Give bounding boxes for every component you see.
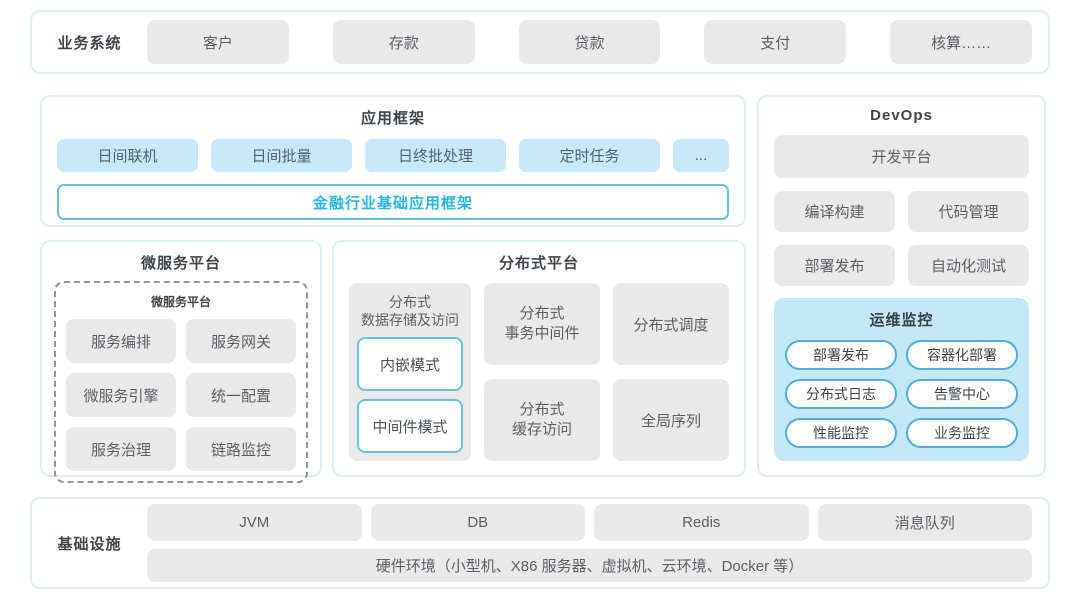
business-items-row: 客户 存款 贷款 支付 核算…… xyxy=(147,20,1032,64)
microservice-grid: 服务编排 服务网关 微服务引擎 统一配置 服务治理 链路监控 xyxy=(66,319,296,471)
storage-mode-box: 内嵌模式 xyxy=(357,337,463,392)
microservice-item: 服务治理 xyxy=(66,427,176,471)
business-item: 客户 xyxy=(147,20,289,64)
devops-tool: 代码管理 xyxy=(908,191,1029,232)
microservice-inner-title: 微服务平台 xyxy=(150,295,211,309)
app-module: 日间联机 xyxy=(57,139,198,172)
ops-monitor-item: 容器化部署 xyxy=(906,340,1018,370)
microservice-panel: 微服务平台 微服务平台 服务编排 服务网关 微服务引擎 统一配置 服务治理 链路… xyxy=(40,240,322,483)
devops-tool: 部署发布 xyxy=(774,245,895,286)
ops-monitor-box: 运维监控 部署发布 容器化部署 分布式日志 告警中心 性能监控 业务监控 xyxy=(774,298,1029,461)
business-item: 核算…… xyxy=(890,20,1032,64)
distributed-cell: 全局序列 xyxy=(613,379,729,461)
devops-tool: 编译构建 xyxy=(774,191,895,232)
business-item: 贷款 xyxy=(518,20,661,64)
ops-monitor-item: 业务监控 xyxy=(906,418,1018,448)
distributed-grid: 分布式 数据存储及访问 内嵌模式 中间件模式 分布式 事务中间件 分布式调度 分… xyxy=(349,283,729,461)
microservice-inner-box: 微服务平台 服务编排 服务网关 微服务引擎 统一配置 服务治理 链路监控 xyxy=(54,281,308,483)
app-module: 日间批量 xyxy=(211,139,352,172)
infrastructure-label: 基础设施 xyxy=(57,535,122,553)
infra-item: DB xyxy=(370,504,585,541)
infrastructure-items-row: JVM DB Redis 消息队列 xyxy=(147,504,1032,541)
ops-monitor-item: 告警中心 xyxy=(906,379,1018,409)
business-item: 支付 xyxy=(704,20,847,64)
microservice-item: 微服务引擎 xyxy=(66,373,176,417)
distributed-cell: 分布式调度 xyxy=(613,283,729,365)
infrastructure-content: JVM DB Redis 消息队列 硬件环境（小型机、X86 服务器、虚拟机、云… xyxy=(147,504,1032,582)
distributed-storage-box: 分布式 数据存储及访问 内嵌模式 中间件模式 xyxy=(349,283,471,461)
distributed-panel: 分布式平台 分布式 数据存储及访问 内嵌模式 中间件模式 分布式 事务中间件 分… xyxy=(332,240,746,477)
ops-monitor-item: 性能监控 xyxy=(785,418,897,448)
microservice-item: 服务网关 xyxy=(186,319,296,363)
devops-panel: DevOps 开发平台 编译构建 代码管理 部署发布 自动化测试 运维监控 部署… xyxy=(757,95,1046,477)
app-module: 日终批处理 xyxy=(365,139,506,172)
storage-mode-box: 中间件模式 xyxy=(357,399,463,453)
app-framework-modules-row: 日间联机 日间批量 日终批处理 定时任务 ... xyxy=(57,139,729,172)
app-module-more: ... xyxy=(673,139,729,172)
business-systems-panel: 业务系统 客户 存款 贷款 支付 核算…… xyxy=(30,10,1050,74)
distributed-cell: 分布式 缓存访问 xyxy=(484,379,600,461)
ops-monitor-grid: 部署发布 容器化部署 分布式日志 告警中心 性能监控 业务监控 xyxy=(785,340,1018,448)
devops-title: DevOps xyxy=(870,107,933,124)
app-framework-panel: 应用框架 日间联机 日间批量 日终批处理 定时任务 ... 金融行业基础应用框架 xyxy=(40,95,746,227)
distributed-title: 分布式平台 xyxy=(498,255,579,272)
app-module: 定时任务 xyxy=(519,139,660,172)
hardware-env-box: 硬件环境（小型机、X86 服务器、虚拟机、云环境、Docker 等） xyxy=(147,549,1032,582)
microservice-item: 服务编排 xyxy=(66,319,176,363)
infrastructure-panel: 基础设施 JVM DB Redis 消息队列 硬件环境（小型机、X86 服务器、… xyxy=(30,497,1050,589)
base-framework-box: 金融行业基础应用框架 xyxy=(57,184,729,220)
distributed-cell: 分布式 事务中间件 xyxy=(484,283,600,365)
business-systems-label: 业务系统 xyxy=(57,34,122,52)
infra-item: Redis xyxy=(594,504,809,541)
infra-item: 消息队列 xyxy=(817,504,1032,541)
devops-tools-grid: 编译构建 代码管理 部署发布 自动化测试 xyxy=(774,191,1029,286)
devops-tool: 自动化测试 xyxy=(908,245,1029,286)
microservice-item: 统一配置 xyxy=(186,373,296,417)
ops-monitor-title: 运维监控 xyxy=(869,312,934,329)
infra-item: JVM xyxy=(147,504,362,541)
ops-monitor-item: 分布式日志 xyxy=(785,379,897,409)
dev-platform-box: 开发平台 xyxy=(774,135,1029,178)
business-item: 存款 xyxy=(332,20,475,64)
app-framework-title: 应用框架 xyxy=(360,110,425,127)
microservice-title: 微服务平台 xyxy=(140,255,221,272)
ops-monitor-item: 部署发布 xyxy=(785,340,897,370)
distributed-storage-title: 分布式 数据存储及访问 xyxy=(361,294,459,329)
microservice-item: 链路监控 xyxy=(186,427,296,471)
